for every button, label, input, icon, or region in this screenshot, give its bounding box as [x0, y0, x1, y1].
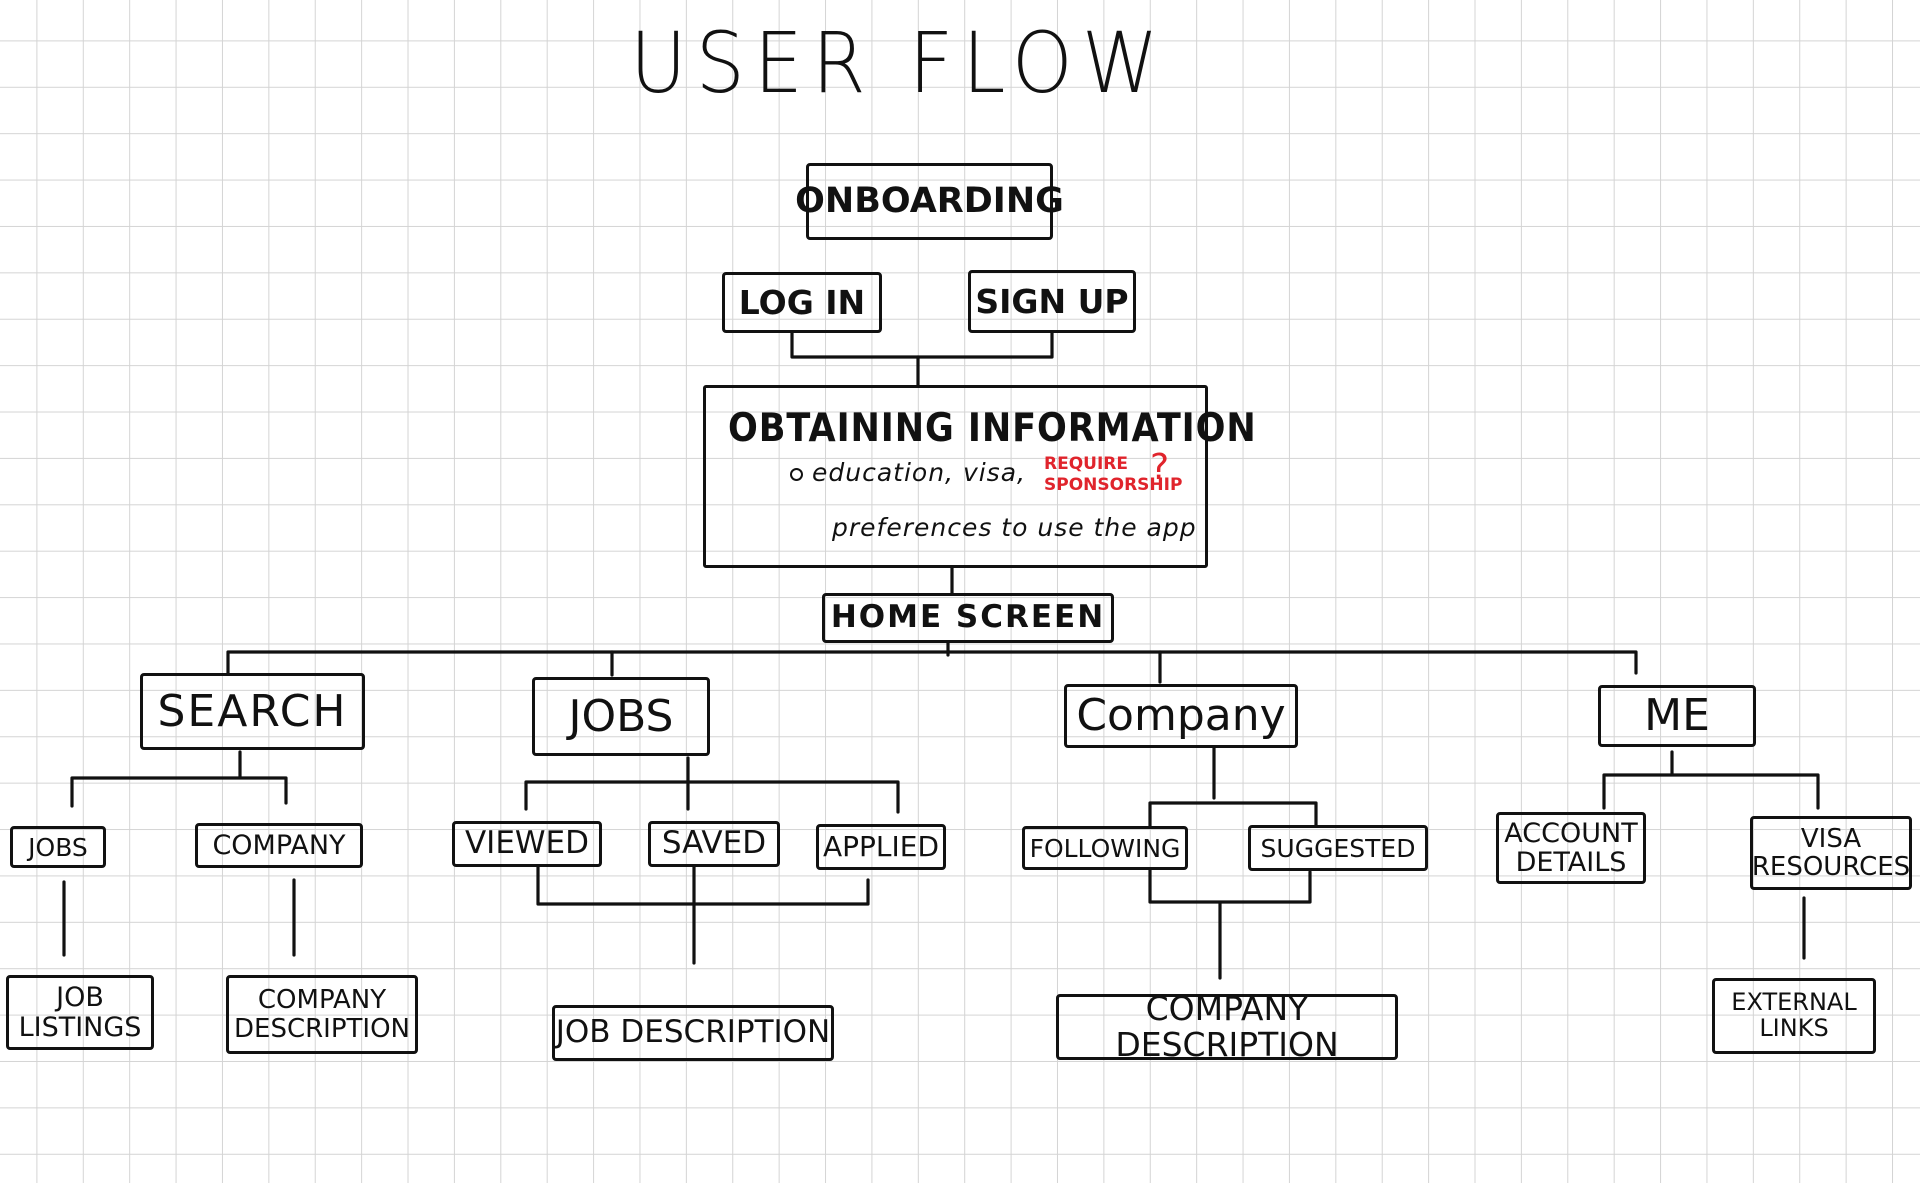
bullet-icon [790, 468, 803, 481]
question-mark-note: ? [1150, 447, 1170, 488]
node-sign-up: SIGN UP [968, 270, 1136, 333]
connector-jobtabs-merge [536, 865, 870, 965]
node-obtaining-information: OBTAINING INFORMATION education, visa, R… [703, 385, 1256, 568]
node-account-details: ACCOUNT DETAILS [1496, 812, 1646, 884]
connector-login-signup [790, 331, 1054, 359]
node-suggested: SUGGESTED [1248, 825, 1428, 871]
connector-me-children [1602, 750, 1820, 810]
node-job-listings: JOB LISTINGS [6, 975, 154, 1050]
node-search: SEARCH [140, 673, 365, 750]
node-external-links: EXTERNAL LINKS [1712, 978, 1876, 1054]
node-company-description: COMPANY DESCRIPTION [1056, 991, 1398, 1062]
node-saved: SAVED [648, 821, 780, 867]
node-search-company: COMPANY [195, 823, 363, 868]
node-me: ME [1598, 685, 1756, 747]
node-company-tab: Company [1064, 684, 1298, 748]
node-viewed: VIEWED [452, 821, 602, 867]
connector-company-children [1148, 746, 1318, 828]
obtaining-information-title: OBTAINING INFORMATION [728, 406, 1257, 451]
diagram-title: USER FLOW [630, 14, 1168, 112]
require-sponsorship-note: REQUIRE SPONSORSHIP [1044, 454, 1183, 495]
node-jobs-tab: JOBS [532, 677, 710, 756]
node-search-jobs: JOBS [10, 826, 106, 868]
node-company-description-search: COMPANY DESCRIPTION [226, 975, 418, 1054]
node-job-description: JOB DESCRIPTION [552, 1005, 834, 1061]
node-onboarding: ONBOARDING [795, 163, 1064, 240]
connector-companytabs-merge [1148, 868, 1312, 980]
obtaining-information-line2: preferences to use the app [832, 513, 1197, 542]
obtaining-information-line1: education, visa, [812, 458, 1026, 487]
connector-search-children [70, 750, 288, 808]
node-home-screen: HOME SCREEN [822, 593, 1114, 643]
connector-jobs-children [524, 756, 900, 814]
node-log-in: LOG IN [722, 272, 882, 333]
connector-section-bar [226, 650, 1638, 675]
node-applied: APPLIED [816, 824, 946, 870]
node-visa-resources: VISA RESOURCES [1750, 816, 1912, 890]
node-following: FOLLOWING [1022, 826, 1188, 870]
